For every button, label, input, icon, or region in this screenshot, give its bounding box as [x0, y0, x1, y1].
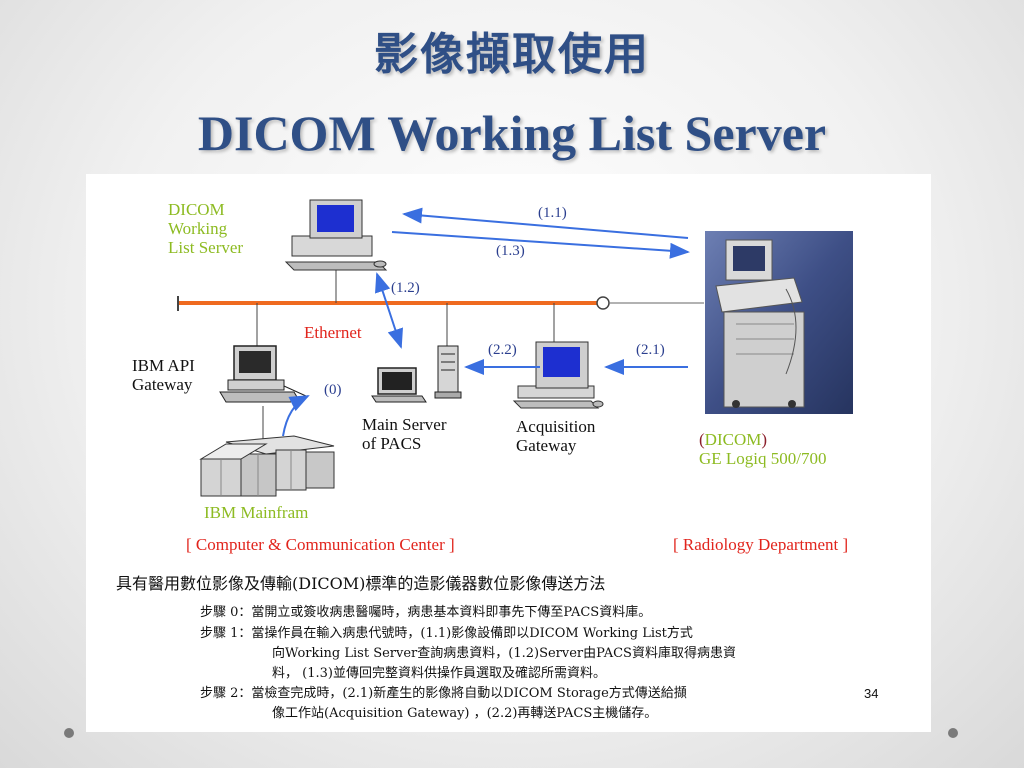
modality-model: GE Logiq 500/700 [699, 449, 827, 468]
modality-paren-close: ) [761, 430, 767, 449]
computer-center-label: [ Computer & Communication Center ] [186, 535, 455, 555]
title-english: DICOM Working List Server [0, 104, 1024, 162]
step-label-0: (0) [324, 382, 342, 399]
ibm-mainframe-icon [201, 436, 334, 496]
dicom-server-label-line3: List Server [168, 238, 243, 257]
title-chinese: 影像擷取使用 [0, 18, 1024, 82]
acquisition-gateway-label: Acquisition Gateway [516, 417, 595, 455]
ibm-api-gateway-label: IBM API Gateway [132, 356, 195, 394]
main-server-label-line2: of PACS [362, 434, 447, 453]
ibm-api-gateway-label-line2: Gateway [132, 375, 195, 394]
acquisition-gateway-label-line2: Gateway [516, 436, 595, 455]
step1-line1: 步驟 1：當操作員在輸入病患代號時，(1.1)影像設備即以DICOM Worki… [200, 624, 693, 644]
ibm-mainframe-label: IBM Mainfram [204, 503, 308, 523]
main-server-label-line1: Main Server [362, 415, 447, 434]
dicom-server-label: DICOM Working List Server [168, 200, 243, 257]
modality-label: (DICOM) GE Logiq 500/700 [699, 430, 827, 468]
ibm-api-gateway-label-line1: IBM API [132, 356, 195, 375]
corner-dot-right [948, 728, 958, 738]
step1-line2: 向Working List Server查詢病患資料，(1.2)Server由P… [272, 644, 736, 664]
modality-dicom: DICOM [705, 430, 762, 449]
ethernet-label: Ethernet [304, 323, 362, 343]
main-server-label: Main Server of PACS [362, 415, 447, 453]
step1-line3: 料， (1.3)並傳回完整資料供操作員選取及確認所需資料。 [272, 664, 606, 684]
ge-logiq-ultrasound-image [705, 231, 853, 414]
step-label-1-3: (1.3) [496, 243, 525, 260]
dicom-server-label-line2: Working [168, 219, 243, 238]
step0-text: 步驟 0：當開立或簽收病患醫囑時，病患基本資料即事先下傳至PACS資料庫。 [200, 603, 651, 623]
step-label-1-2: (1.2) [391, 280, 420, 297]
step2-line1: 步驟 2：當檢查完成時，(2.1)新產生的影像將自動以DICOM Storage… [200, 684, 687, 704]
page-number: 34 [864, 684, 878, 704]
diagram-panel: DICOM Working List Server (1.1) (1.3) (1… [86, 174, 931, 732]
step-label-1-1: (1.1) [538, 205, 567, 222]
dicom-server-computer-icon [286, 200, 386, 270]
corner-dot-left [64, 728, 74, 738]
dicom-server-label-line1: DICOM [168, 200, 243, 219]
acquisition-gateway-label-line1: Acquisition [516, 417, 595, 436]
description-heading: 具有醫用數位影像及傳輸(DICOM)標準的造影儀器數位影像傳送方法 [116, 574, 605, 594]
radiology-department-label: [ Radiology Department ] [673, 535, 848, 555]
step-label-2-1: (2.1) [636, 342, 665, 359]
pacs-main-server-icon [372, 346, 461, 402]
ibm-api-gateway-computer-icon [220, 346, 306, 402]
modality-label-line1: (DICOM) [699, 430, 827, 449]
acquisition-gateway-computer-icon [514, 342, 603, 408]
step-label-2-2: (2.2) [488, 342, 517, 359]
step2-line2: 像工作站(Acquisition Gateway) ，(2.2)再轉送PACS主… [272, 704, 657, 724]
